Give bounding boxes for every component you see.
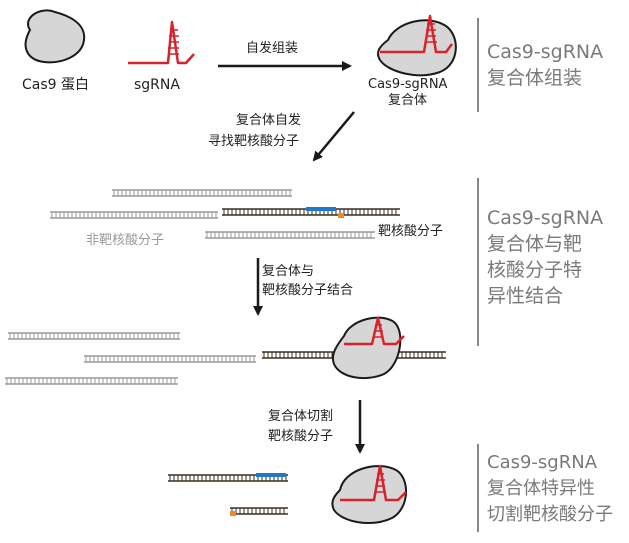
sgrna-strand bbox=[128, 20, 195, 65]
cleaved-target-dna bbox=[230, 507, 288, 515]
bound-complex-protein bbox=[332, 316, 402, 380]
pam-site bbox=[338, 213, 344, 218]
complex-1-rna bbox=[380, 14, 453, 54]
complex-1-hairpin bbox=[425, 23, 437, 43]
assembly-arrow-label: 自发组装 bbox=[246, 40, 298, 56]
non-target-dna bbox=[205, 231, 375, 239]
cas9-sgrna-complex-bound bbox=[332, 316, 405, 380]
cas9-protein bbox=[24, 9, 86, 64]
step-2-line-4: 异性结合 bbox=[487, 285, 563, 307]
step-1-line-2: 复合体组装 bbox=[487, 67, 582, 89]
final-complex-hairpin bbox=[375, 473, 386, 493]
cas9-sgrna-complex-final bbox=[331, 464, 408, 525]
cas9-protein-shape bbox=[24, 9, 86, 64]
step-2-caption: Cas9-sgRNA 复合体与靶 核酸分子特 异性结合 bbox=[487, 207, 603, 307]
final-complex-rna bbox=[340, 464, 407, 502]
complex-1-protein bbox=[377, 19, 457, 77]
sgrna-hairpin bbox=[168, 29, 179, 55]
non-target-dna bbox=[50, 211, 218, 219]
cas9-sgrna-complex-1 bbox=[377, 14, 457, 77]
non-target-label: 非靶核酸分子 bbox=[86, 233, 164, 248]
step-2-line-1: Cas9-sgRNA bbox=[487, 207, 603, 229]
bound-complex-hairpin bbox=[374, 324, 383, 338]
non-target-dna bbox=[84, 355, 256, 363]
step-2-line-3: 核酸分子特 bbox=[487, 259, 582, 281]
non-target-dna bbox=[5, 377, 178, 385]
step-3-caption: Cas9-sgRNA 复合体特异性 切割靶核酸分子 bbox=[487, 452, 613, 525]
search-arrow bbox=[312, 111, 355, 162]
sgrna-label: sgRNA bbox=[134, 77, 180, 93]
bind-label-line1: 复合体与 bbox=[262, 264, 314, 279]
cut-label-line2: 靶核酸分子 bbox=[268, 429, 333, 444]
step-3-line-2: 复合体特异性 bbox=[487, 478, 595, 499]
cas9-protein-label: Cas9 蛋白 bbox=[22, 77, 89, 93]
non-target-dna bbox=[112, 189, 292, 197]
step-1-line-1: Cas9-sgRNA bbox=[487, 41, 603, 63]
step-1-caption: Cas9-sgRNA 复合体组装 bbox=[487, 41, 603, 89]
search-label-line1: 复合体自发 bbox=[236, 112, 301, 128]
cut-label-line1: 复合体切割 bbox=[268, 408, 333, 424]
sgrna-molecule bbox=[128, 20, 195, 65]
complex-label-line1: Cas9-sgRNA bbox=[368, 77, 448, 92]
cleaved-target-dna bbox=[168, 474, 288, 482]
target-label: 靶核酸分子 bbox=[378, 224, 443, 239]
non-target-dna bbox=[8, 332, 180, 340]
step-3-line-3: 切割靶核酸分子 bbox=[487, 504, 613, 525]
target-dna bbox=[262, 351, 344, 359]
final-complex-protein bbox=[331, 465, 408, 525]
bind-label-line2: 靶核酸分子结合 bbox=[262, 283, 353, 298]
pam-site-cleaved bbox=[230, 511, 236, 516]
step-2-line-2: 复合体与靶 bbox=[487, 233, 582, 255]
complex-label-line2: 复合体 bbox=[388, 93, 427, 108]
search-label-line2: 寻找靶核酸分子 bbox=[208, 134, 299, 149]
step-3-line-1: Cas9-sgRNA bbox=[487, 452, 598, 473]
target-dna bbox=[396, 351, 446, 359]
